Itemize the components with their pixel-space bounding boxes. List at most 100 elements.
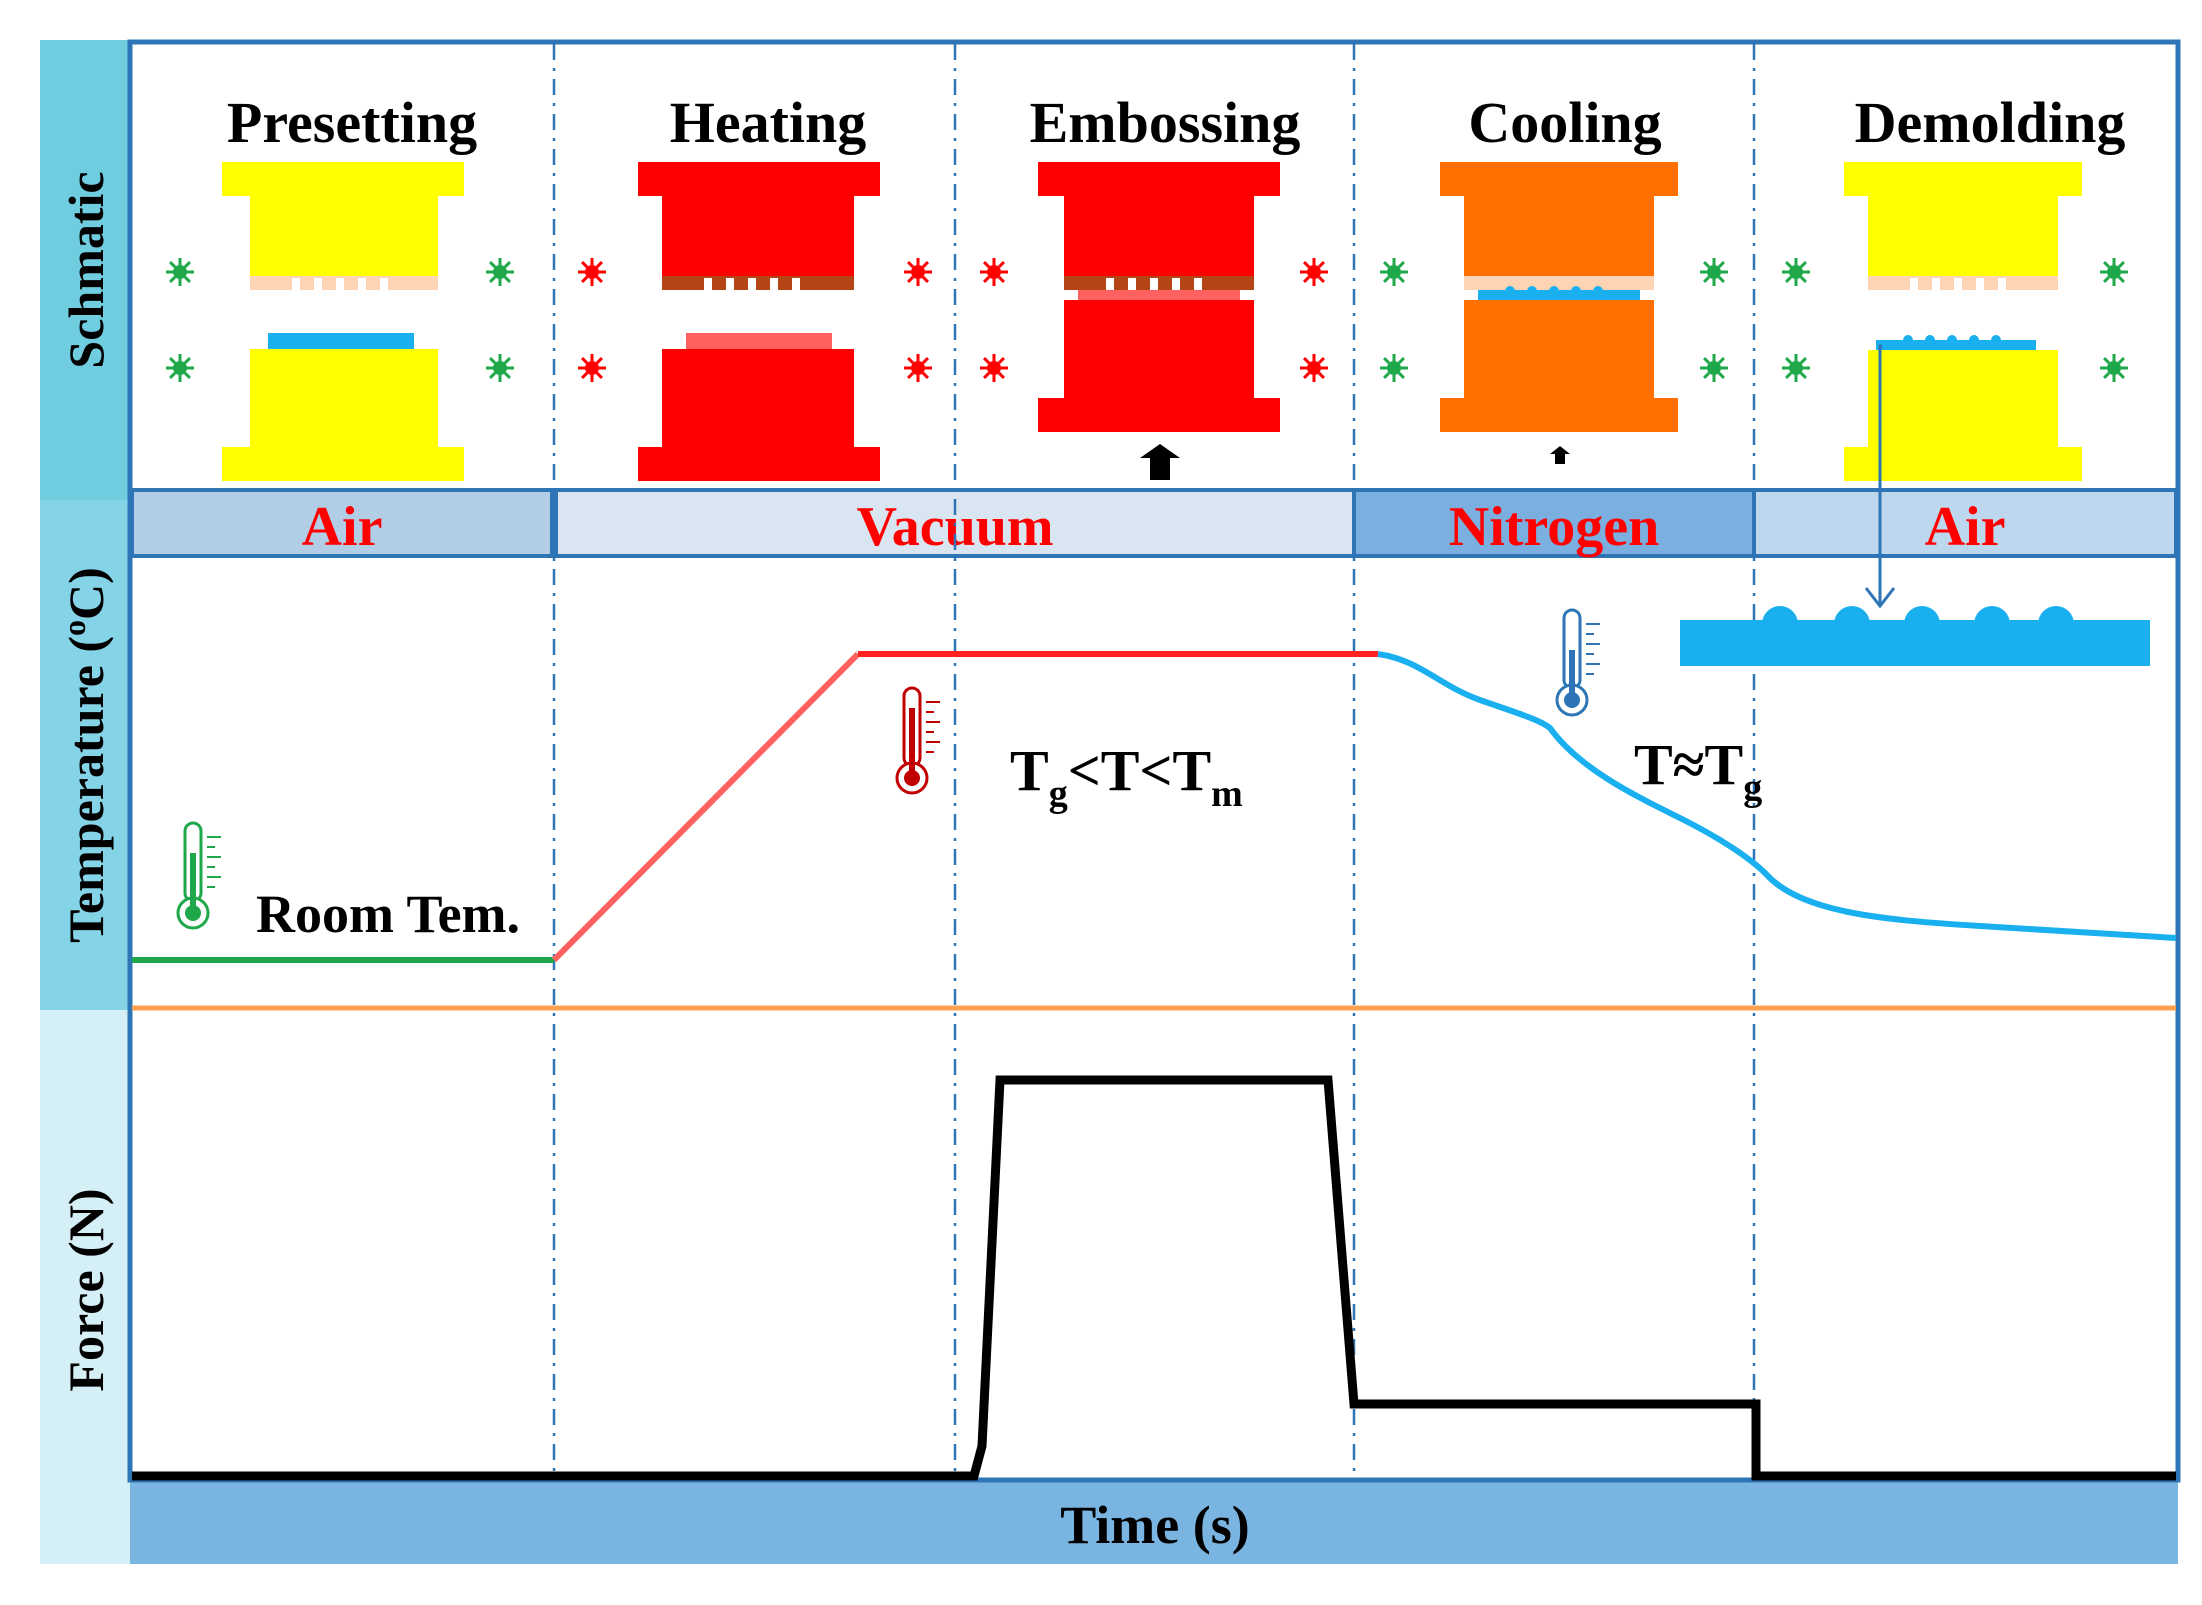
lower-mold-flange: [1844, 447, 2082, 481]
gear-icons: [166, 258, 2128, 382]
atmosphere-cell-air-2: [1752, 488, 2178, 558]
atmosphere-band: Air Vacuum Nitrogen Air: [130, 488, 2178, 558]
range-t1: T: [1010, 738, 1049, 803]
force-profile: [132, 1075, 2176, 1481]
mold-insert: [662, 276, 854, 290]
x-axis-label: Time (s): [1060, 1495, 1249, 1555]
embossing-schematic: [1038, 162, 1280, 480]
polymer-film: [268, 333, 414, 349]
upper-mold-body: [1464, 196, 1654, 276]
gear-icon: [1700, 354, 1728, 382]
stage-title-cooling: Cooling: [1468, 90, 1661, 155]
upper-mold-body: [250, 196, 438, 276]
side-label-schematic: Schmatic: [58, 171, 114, 368]
mold-insert: [1064, 276, 1254, 290]
demolding-schematic: [1844, 162, 2082, 609]
temp-cooling-segment: [1377, 651, 2177, 941]
mold-insert-teeth: [1106, 278, 1202, 290]
upper-mold-body: [1064, 196, 1254, 276]
gear-icon: [1782, 258, 1810, 286]
upper-mold-flange: [1440, 162, 1678, 196]
lower-mold-flange: [1038, 398, 1280, 432]
atmosphere-cell-air-1: [130, 488, 554, 558]
gear-icon: [980, 354, 1008, 382]
thermometer-blue-icon: [1555, 608, 1600, 717]
cooling-temperature-label: T≈Tg: [1634, 732, 1762, 809]
stage-title-demolding: Demolding: [1855, 90, 2126, 155]
cool-sub: g: [1743, 767, 1762, 809]
lower-mold-flange: [638, 447, 880, 481]
temperature-label-prefix: Temperature (: [58, 636, 114, 943]
temperature-label-sup: o: [56, 620, 92, 636]
thermometer-green-icon: [176, 821, 221, 930]
gear-icon: [1300, 354, 1328, 382]
film-bumps: [1505, 286, 1603, 296]
side-bar-schematic: [40, 40, 132, 500]
gear-icon: [166, 354, 194, 382]
thermometer-red-icon: [895, 686, 940, 795]
polymer-film: [686, 333, 832, 349]
stage-title-embossing: Embossing: [1030, 90, 1301, 155]
polymer-film: [1478, 290, 1640, 300]
atmosphere-label-air-1: Air: [302, 496, 383, 558]
stage-title-heating: Heating: [670, 90, 867, 155]
lower-mold-body: [250, 349, 438, 447]
gear-icon: [1300, 258, 1328, 286]
temperature-profile: [132, 651, 2177, 963]
stage-separators: [552, 44, 1756, 1478]
stage-title-presetting: Presetting: [227, 90, 477, 155]
gear-icon: [578, 258, 606, 286]
arrow-up-icon: [1140, 444, 1180, 480]
gear-icon: [980, 258, 1008, 286]
gear-icon: [486, 354, 514, 382]
mold-insert: [1868, 276, 2058, 290]
side-bar-force: [40, 1010, 132, 1564]
leader-arrowhead: [1864, 587, 1896, 609]
film-bumps: [1903, 335, 2001, 345]
gear-icon: [2100, 354, 2128, 382]
lower-mold-body: [1064, 300, 1254, 398]
gear-icon: [578, 354, 606, 382]
side-label-force: Force (N): [58, 1188, 114, 1391]
side-bar-temperature: [40, 500, 132, 1010]
arrow-up-icon: [1550, 446, 1570, 464]
lower-mold-body: [1868, 350, 2058, 448]
polymer-film: [1078, 290, 1240, 300]
gear-icon: [1782, 354, 1810, 382]
atmosphere-label-air-2: Air: [1925, 496, 2006, 558]
mold-insert-teeth: [704, 278, 800, 290]
heating-schematic: [638, 162, 880, 481]
polymer-film: [1876, 340, 2036, 350]
presetting-schematic: [222, 162, 464, 481]
mold-insert-teeth: [292, 278, 388, 290]
x-axis-band: [130, 1480, 2178, 1564]
range-mid: <T<T: [1068, 738, 1211, 803]
gear-icon: [166, 258, 194, 286]
upper-mold-flange: [1844, 162, 2082, 196]
leader-line: [1878, 344, 1882, 604]
forming-range-label: Tg<T<Tm: [1010, 738, 1243, 815]
range-sub2: m: [1211, 773, 1243, 815]
lower-mold-body: [662, 349, 854, 447]
cool-t: T≈T: [1634, 732, 1743, 797]
side-label-temperature: Temperature (oC): [56, 567, 114, 943]
upper-mold-body: [1868, 196, 2058, 276]
gear-icon: [904, 354, 932, 382]
lower-mold-flange: [1440, 398, 1678, 432]
gear-icon: [1380, 258, 1408, 286]
mold-insert-teeth: [1910, 278, 2006, 290]
gear-icon: [2100, 258, 2128, 286]
mold-insert: [1464, 276, 1654, 290]
gear-icon: [1700, 258, 1728, 286]
upper-mold-flange: [638, 162, 880, 196]
range-sub1: g: [1049, 773, 1068, 815]
upper-mold-flange: [1038, 162, 1280, 196]
gear-icon: [486, 258, 514, 286]
upper-mold-body: [662, 196, 854, 276]
embossed-film-closeup: [1680, 606, 2150, 666]
film-microlenses: [1762, 606, 2074, 642]
lower-mold-flange: [222, 447, 464, 481]
atmosphere-label-nitrogen: Nitrogen: [1449, 496, 1660, 558]
